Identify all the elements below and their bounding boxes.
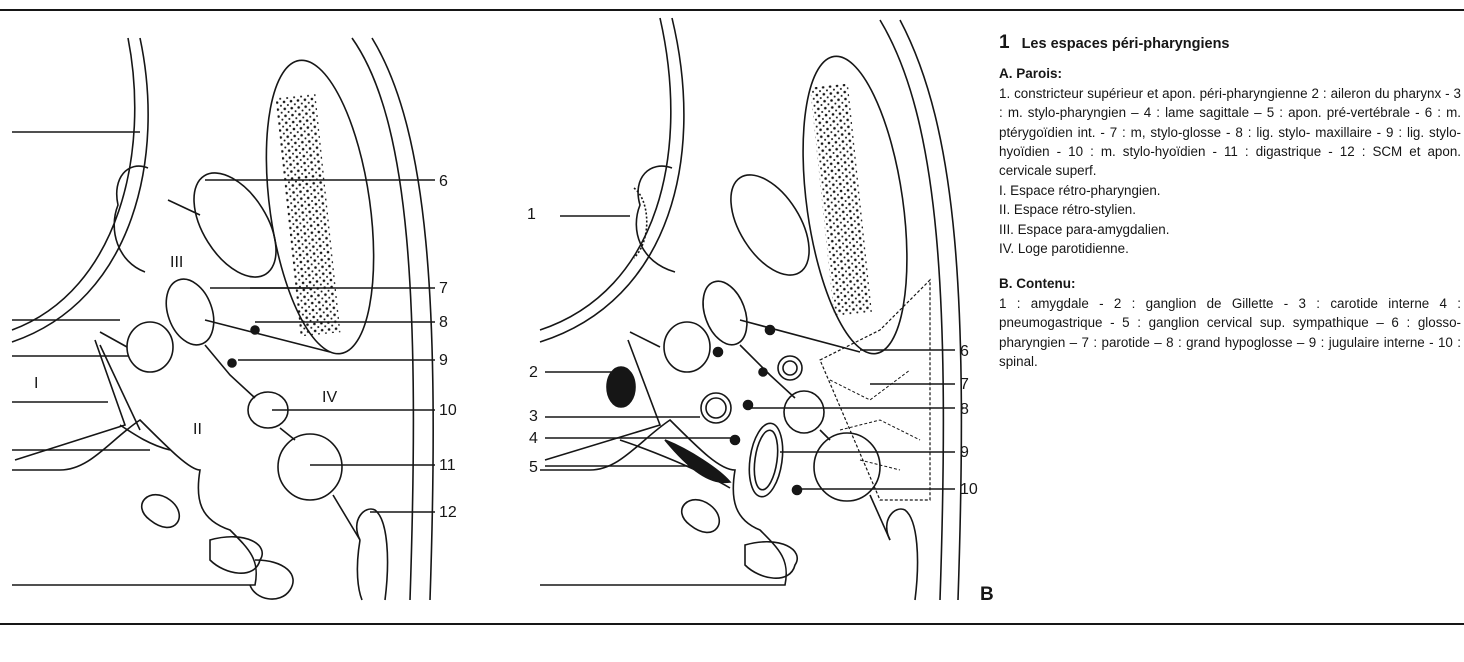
right-label: 10: [960, 481, 978, 498]
legend: 1 Les espaces péri-pharyngiens A. Parois…: [999, 33, 1461, 372]
right-label: 5: [529, 459, 538, 476]
section-b-heading: B. Contenu:: [999, 274, 1461, 293]
right-label: 9: [960, 444, 969, 461]
left-label: II: [193, 421, 202, 438]
left-label: 8: [439, 314, 448, 331]
section-a-heading: A. Parois:: [999, 64, 1461, 83]
figure-number: 1: [999, 33, 1010, 52]
right-label: 7: [960, 376, 969, 393]
left-label: 12: [439, 504, 457, 521]
left-label: 7: [439, 280, 448, 297]
walls-text: 1. constricteur supérieur et apon. péri-…: [999, 84, 1461, 181]
left-label: I: [34, 375, 38, 392]
legend-title: Les espaces péri-pharyngiens: [1022, 35, 1230, 54]
right-labels: 1 6 2 7 3 8 4 9 5 10 B: [527, 206, 994, 605]
legend-heading: 1 Les espaces péri-pharyngiens: [999, 33, 1461, 54]
right-drawing: [540, 18, 961, 600]
space-item: II. Espace rétro-stylien.: [999, 200, 1461, 219]
space-item: III. Espace para-amygdalien.: [999, 220, 1461, 239]
left-label: IV: [322, 389, 337, 406]
left-label: 9: [439, 352, 448, 369]
spaces-list: I. Espace rétro-pharyngien. II. Espace r…: [999, 181, 1461, 259]
right-label: 1: [527, 206, 536, 223]
left-label: 10: [439, 402, 457, 419]
left-label: III: [170, 254, 183, 271]
right-label: 6: [960, 343, 969, 360]
left-label: 6: [439, 173, 448, 190]
left-label: 11: [439, 457, 456, 474]
right-label: 2: [529, 364, 538, 381]
panel-letter: B: [980, 584, 994, 605]
content-text: 1 : amygdale - 2 : ganglion de Gillette …: [999, 294, 1461, 372]
right-label: 8: [960, 401, 969, 418]
right-label: 4: [529, 430, 538, 447]
right-label: 3: [529, 408, 538, 425]
left-drawing: [12, 38, 440, 600]
space-item: IV. Loge parotidienne.: [999, 239, 1461, 258]
space-item: I. Espace rétro-pharyngien.: [999, 181, 1461, 200]
anatomical-diagrams: 6 III 7 8 9 I IV 10 II 11 12: [0, 0, 1000, 662]
